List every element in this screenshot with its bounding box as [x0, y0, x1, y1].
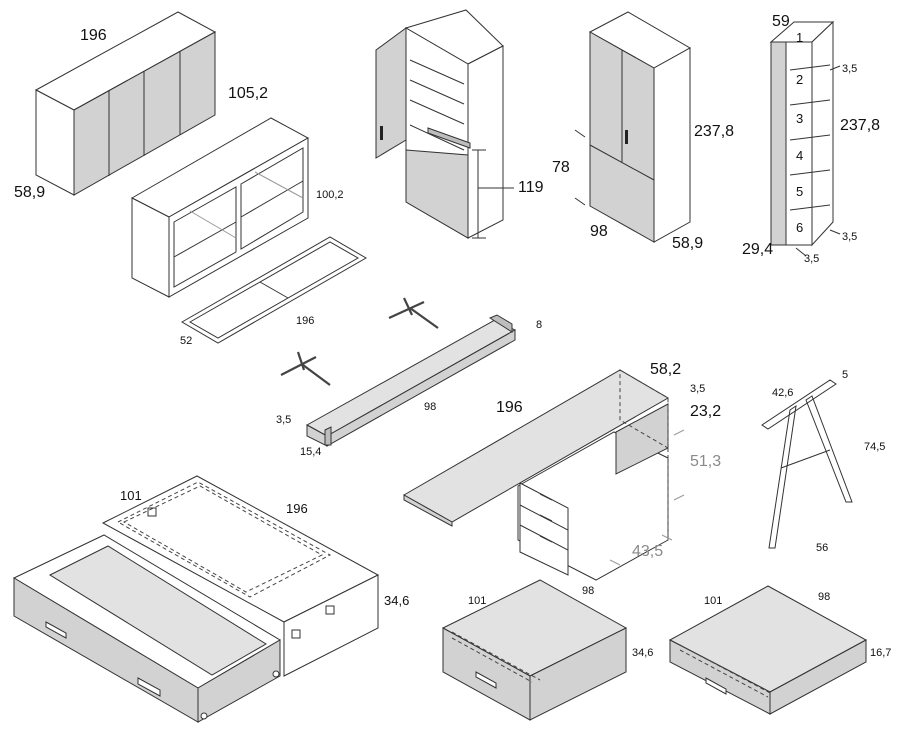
trundle-drawer-floor [48, 545, 267, 676]
wardrobe-drawer-height-label: 78 [552, 159, 570, 176]
bookcase-shelf-2: 2 [796, 72, 803, 87]
wall-shelf-width-label: 98 [424, 401, 436, 413]
sideboard: 196 105,2 58,9 [14, 11, 268, 201]
bookcase-side [811, 20, 834, 247]
wall-shelf-top [305, 319, 517, 437]
open-shelf-height-label: 100,2 [316, 189, 344, 201]
trundle-bed-width-label: 101 [120, 488, 142, 503]
door-handle-icon [380, 126, 383, 140]
wall-bracket-upper [388, 297, 439, 329]
bookcase-shelf-thickness-label: 3,5 [842, 63, 857, 75]
open-wardrobe-door [375, 27, 407, 159]
open-wardrobe-lower-door [405, 149, 469, 239]
bookcase-shelf-4: 4 [796, 148, 803, 163]
drawer-box-b-handle-icon [705, 677, 727, 695]
drawer-box-a-height-label: 34,6 [632, 647, 653, 659]
open-wardrobe-height-label: 119 [518, 179, 544, 196]
trestle-base-width-label: 56 [816, 542, 828, 554]
wardrobe-depth-label: 58,9 [672, 235, 703, 252]
bookcase-side-thickness-2-label: 3,5 [804, 253, 819, 265]
bookcase-depth-label: 29,4 [742, 241, 773, 258]
trestle-top-width-label: 42,6 [772, 387, 793, 399]
trundle-drawer-side [197, 639, 281, 723]
plinth-frame: 196 52 [180, 236, 367, 347]
wardrobe-side [653, 47, 691, 243]
trundle-bed-height-label: 34,6 [384, 593, 409, 608]
drawer-handle-icon-2 [137, 677, 161, 697]
trundle-bed: 101 196 34,6 [12, 475, 409, 723]
drawer-box-a: 101 98 34,6 [441, 579, 653, 721]
wall-shelf-depth-label: 8 [536, 319, 542, 331]
open-shelf: 100,2 [130, 117, 344, 298]
bookcase-shelf-5: 5 [796, 184, 803, 199]
bookcase: 1 2 3 4 5 6 59 3,5 237,8 3,5 29,4 3,5 [742, 13, 880, 265]
bookcase-shelf-1: 1 [796, 30, 803, 45]
wall-shelf-thickness-label: 3,5 [276, 414, 291, 426]
sideboard-height-label: 105,2 [228, 85, 268, 102]
desk-top-thickness-label: 3,5 [690, 383, 705, 395]
drawer-box-b-width-label: 101 [704, 595, 722, 607]
desk-top-edge [403, 494, 453, 527]
wall-shelf-height-label: 15,4 [300, 446, 321, 458]
desk-cabinet-depth-label: 43,5 [632, 543, 663, 560]
drawer-box-a-handle-icon [475, 671, 497, 689]
drawer-box-a-depth-label: 98 [582, 585, 594, 597]
open-wardrobe-side [467, 45, 504, 239]
bookcase-width-label: 59 [772, 13, 790, 30]
open-shelf-front [168, 137, 309, 298]
wall-shelf: 8 98 3,5 15,4 [276, 314, 542, 458]
wardrobe-width-label: 98 [590, 223, 608, 240]
sideboard-depth-label: 58,9 [14, 184, 45, 201]
plinth-depth-label: 52 [180, 335, 192, 347]
wall-shelf-front [326, 329, 516, 447]
bookcase-height-label: 237,8 [840, 117, 880, 134]
sideboard-width-label: 196 [80, 27, 107, 44]
wardrobe-handle-icon [625, 130, 628, 144]
wall-bracket-lower [280, 351, 331, 386]
bookcase-shelf-6: 6 [796, 220, 803, 235]
plinth-width-label: 196 [296, 315, 314, 327]
open-wardrobe: 119 [375, 9, 544, 239]
drawer-box-b-depth-label: 98 [818, 591, 830, 603]
drawer-box-a-side [529, 627, 627, 721]
wardrobe: 237,8 78 98 58,9 [552, 11, 734, 252]
desk: 196 58,2 3,5 23,2 51,3 43,5 [402, 361, 721, 581]
desk-upper-height-label: 23,2 [690, 403, 721, 420]
drawer-handle-icon [45, 621, 67, 639]
desk-depth-label: 58,2 [650, 361, 681, 378]
bookcase-shelf-3: 3 [796, 111, 803, 126]
trestle-leg-width-label: 5 [842, 369, 848, 381]
desk-cabinet-height-label: 51,3 [690, 453, 721, 470]
drawer-box-a-width-label: 101 [468, 595, 486, 607]
drawer-box-b-height-label: 16,7 [870, 647, 891, 659]
trundle-bed-end [283, 574, 379, 677]
drawer-box-b: 101 98 16,7 [668, 585, 891, 715]
drawer-box-b-side [769, 639, 867, 715]
trundle-bed-length-label: 196 [286, 501, 308, 516]
wardrobe-height-label: 237,8 [694, 123, 734, 140]
trestle-height-label: 74,5 [864, 441, 885, 453]
desk-length-label: 196 [496, 399, 523, 416]
bookcase-side-thickness-label: 3,5 [842, 231, 857, 243]
trestle-top-bar [761, 379, 837, 430]
trestle-leg: 42,6 5 74,5 56 [761, 369, 885, 554]
